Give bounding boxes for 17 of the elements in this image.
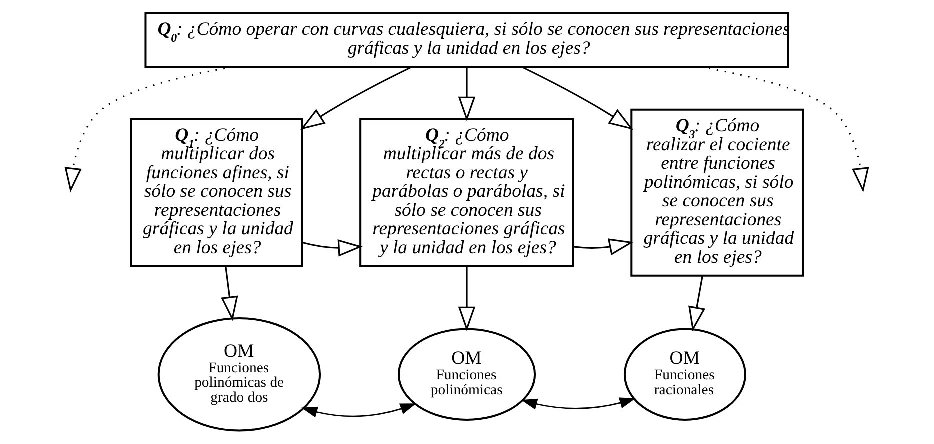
arrow bbox=[573, 238, 634, 256]
node-ellipse: OM Funciones racionales bbox=[624, 328, 746, 421]
arrow bbox=[700, 66, 870, 193]
arrow bbox=[458, 266, 476, 332]
arrow bbox=[300, 66, 412, 130]
arrow bbox=[522, 66, 634, 130]
node-box: Q$_{3}$: ¿Cómo realizar el cociente entre funciones polinómicas, si sólo se conocen sus representaciones gráficas y la unidad en los ejes? bbox=[630, 108, 804, 277]
arrow bbox=[521, 398, 636, 410]
arrow bbox=[64, 66, 234, 193]
arrow bbox=[302, 240, 363, 257]
node-box: Q$_{2}$: ¿Cómo multiplicar más de dos rectas o rectas y parábolas o parábolas, si sólo se conocen sus representaciones gráficas y la unidad en los ejes? bbox=[360, 118, 574, 268]
node-ellipse: OM Funciones polinómicas de grado dos bbox=[158, 317, 322, 432]
arrow bbox=[301, 404, 417, 418]
node-box: Q$_{1}$: ¿Cómo multiplicar dos funciones afines, si sólo se conocen sus representaciones gráficas y la unidad en los ejes? bbox=[130, 118, 304, 268]
arrow bbox=[458, 67, 476, 122]
arrow bbox=[688, 276, 706, 332]
arrow bbox=[221, 266, 238, 322]
